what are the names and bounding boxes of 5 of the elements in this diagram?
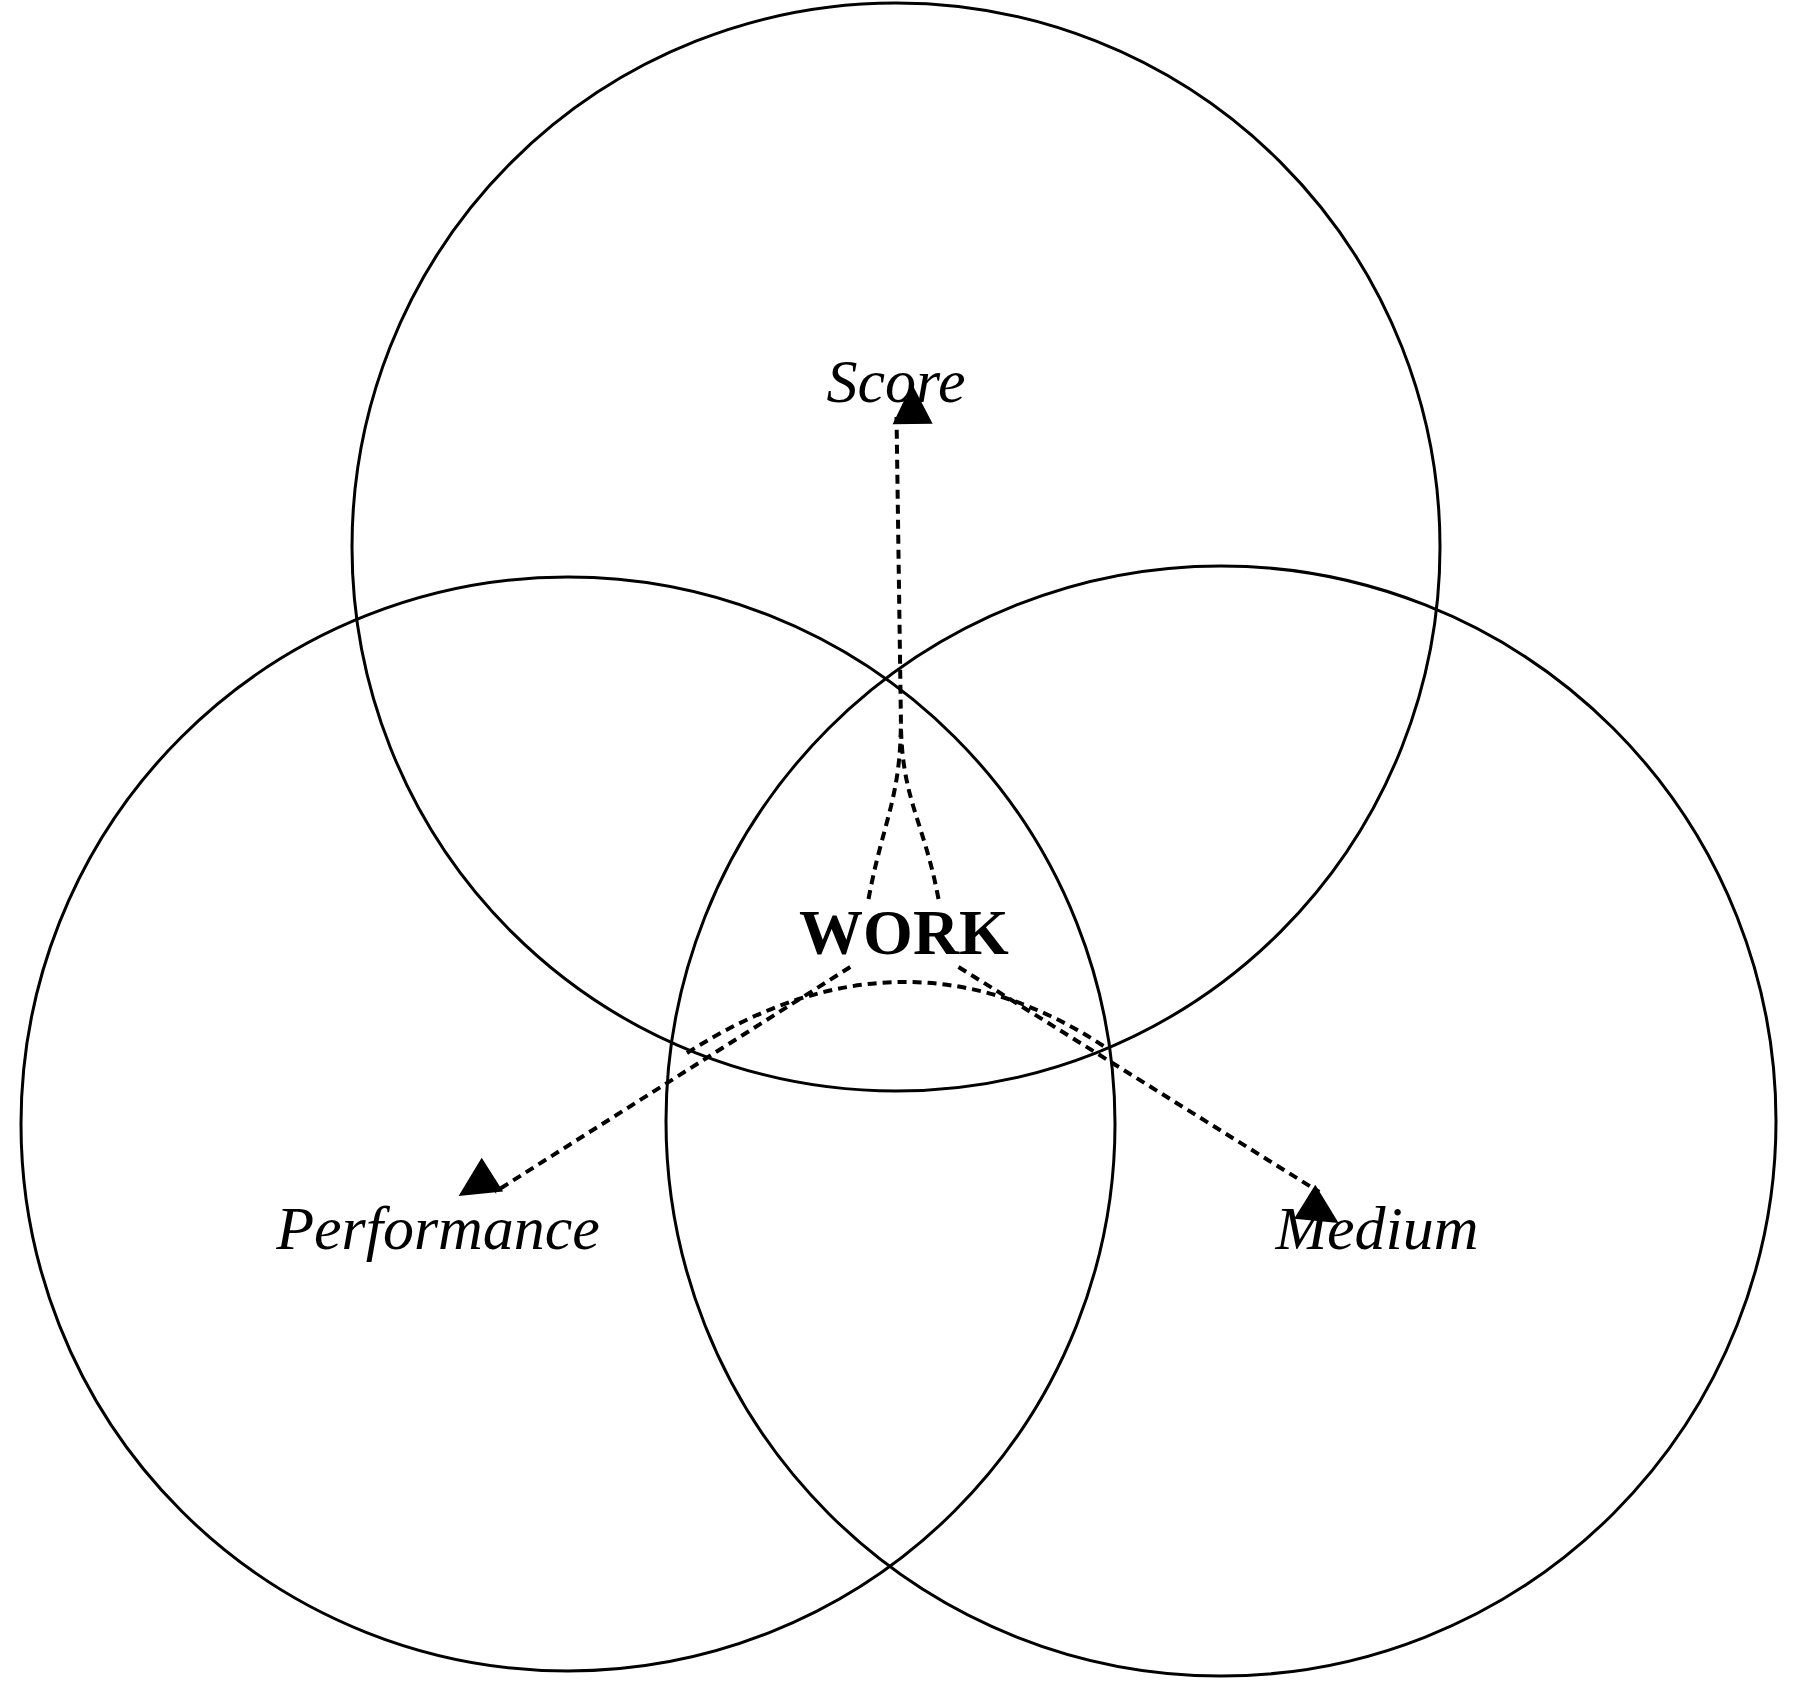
dashed-arrow bbox=[458, 965, 852, 1197]
dashed-arrow bbox=[957, 965, 1339, 1223]
circle-label: Score bbox=[826, 350, 966, 412]
center-label: WORK bbox=[799, 901, 1009, 965]
circle-label: Medium bbox=[1275, 1197, 1479, 1259]
